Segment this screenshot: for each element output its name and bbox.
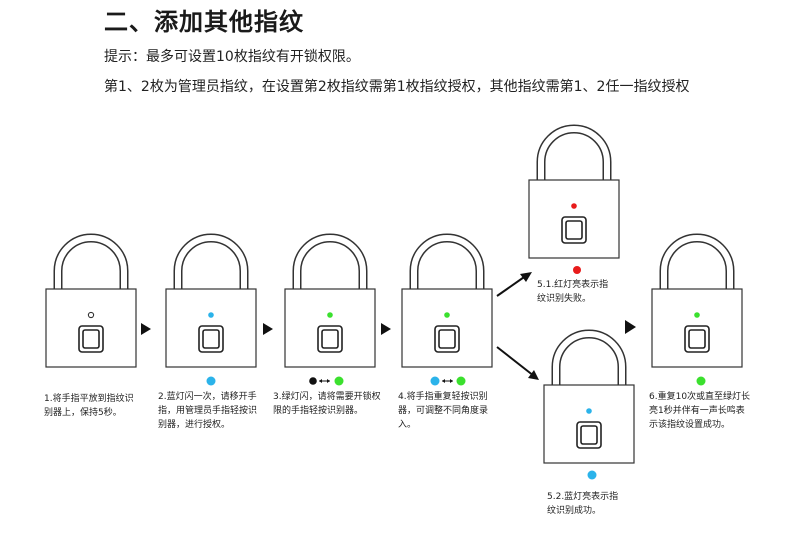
arrow-right-icon: [141, 323, 151, 335]
step-3-caption: 3.绿灯闪，请将需要开锁权限的手指轻按识别器。: [273, 392, 381, 416]
dot-none: [86, 376, 96, 386]
dot-black: [309, 377, 317, 385]
arrow-down-right-icon: [528, 370, 539, 380]
dot-green: [334, 376, 344, 386]
tip-line-1: 提示：最多可设置10枚指纹有开锁权限。: [104, 49, 360, 65]
arrow-right-icon: [625, 320, 636, 334]
indicator-light-off: [87, 311, 95, 319]
indicator-light-green: [327, 312, 333, 318]
lock-step-2: [166, 238, 256, 367]
dot-blue: [430, 376, 440, 386]
lock-step-5-2: [544, 334, 634, 463]
arrow-up-right-line: [496, 274, 528, 297]
arrow-down-right-line: [496, 346, 535, 377]
dot-green: [696, 376, 706, 386]
dot-red: [573, 266, 581, 274]
arrow-right-icon: [381, 323, 391, 335]
indicator-light-green: [444, 312, 450, 318]
tip-line-2: 第1、2枚为管理员指纹，在设置第2枚指纹需第1枚指纹授权，其他指纹需第1、2任一…: [104, 79, 690, 95]
lock-step-6: [652, 238, 742, 367]
step-6-caption: 6.重复10次或直至绿灯长亮1秒并伴有一声长鸣表示该指纹设置成功。: [649, 392, 751, 430]
step-4-caption: 4.将手指重复轻按识别器，可调整不同角度录入。: [398, 392, 489, 430]
arrow-right-icon: [263, 323, 273, 335]
lock-step-1: [46, 238, 136, 367]
indicator-light-blue: [586, 408, 592, 414]
step-5-2-caption: 5.2.蓝灯亮表示指纹识别成功。: [547, 492, 619, 516]
lock-step-5-1: [529, 129, 619, 258]
step-2-caption: 2.蓝灯闪一次，请移开手指，用管理员手指轻按识别器，进行授权。: [158, 392, 258, 430]
step-5-1-caption: 5.1.红灯亮表示指纹识别失败。: [537, 280, 609, 304]
arrow-up-right-icon: [520, 272, 532, 282]
lock-step-3: [285, 238, 375, 367]
dot-blue: [587, 470, 597, 480]
indicator-light-blue: [208, 312, 214, 318]
step-1-caption: 1.将手指平放到指纹识别器上，保持5秒。: [44, 394, 134, 418]
indicator-light-green: [694, 312, 700, 318]
dot-blue: [206, 376, 216, 386]
dot-green: [456, 376, 466, 386]
indicator-light-red: [571, 203, 577, 209]
page-title: 二、添加其他指纹: [104, 8, 304, 36]
lock-step-4: [402, 238, 492, 367]
